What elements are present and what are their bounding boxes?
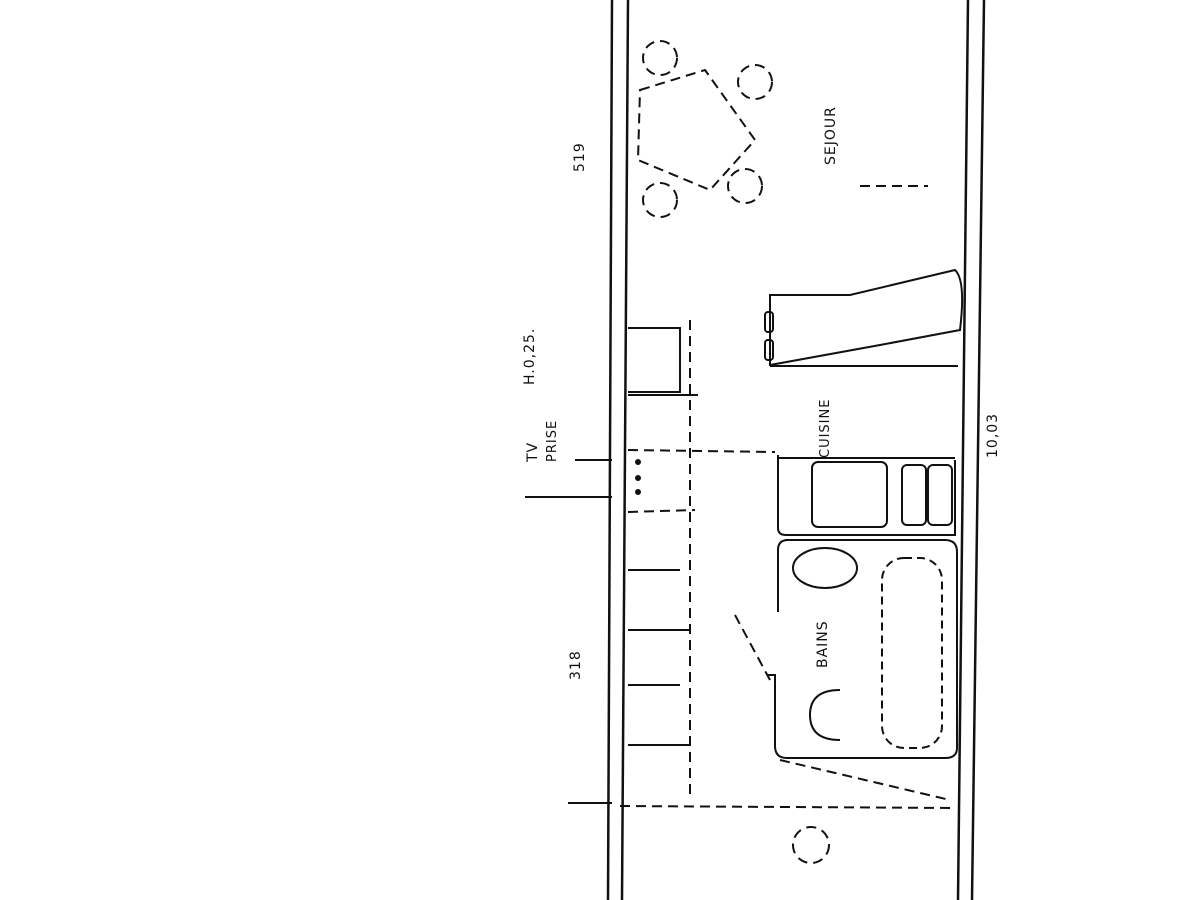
hob-2 <box>927 464 953 526</box>
chair-3 <box>642 182 678 218</box>
room-label-sejour: SEJOUR <box>823 106 839 165</box>
wall-left-inner <box>620 0 630 900</box>
chair-2 <box>737 64 773 100</box>
room-label-bains: BAINS <box>815 620 831 668</box>
tv-label: TV <box>525 441 541 462</box>
dimension-width: 10,03 <box>985 412 1001 458</box>
room-label-cuisine: CUISINE <box>818 398 833 458</box>
washbasin <box>792 547 858 589</box>
sink <box>811 461 888 528</box>
dimension-height-note: H.0,25. <box>522 327 538 385</box>
bathroom-enclosure <box>768 539 958 759</box>
hob-1 <box>901 464 927 526</box>
chair-4 <box>727 168 763 204</box>
wall-right-outer <box>970 0 986 900</box>
wall-left-outer <box>606 0 614 900</box>
wall-right-inner <box>956 0 970 900</box>
bathtub <box>881 557 943 749</box>
toilet <box>808 689 841 741</box>
dimension-top: 519 <box>572 142 588 172</box>
chair-1 <box>642 40 678 76</box>
kitchen-counter <box>777 455 956 536</box>
stool <box>792 826 830 864</box>
sofa <box>769 268 964 367</box>
prise-label: PRISE <box>545 419 560 462</box>
dimension-bottom: 318 <box>568 650 584 680</box>
dining-table <box>636 68 757 192</box>
